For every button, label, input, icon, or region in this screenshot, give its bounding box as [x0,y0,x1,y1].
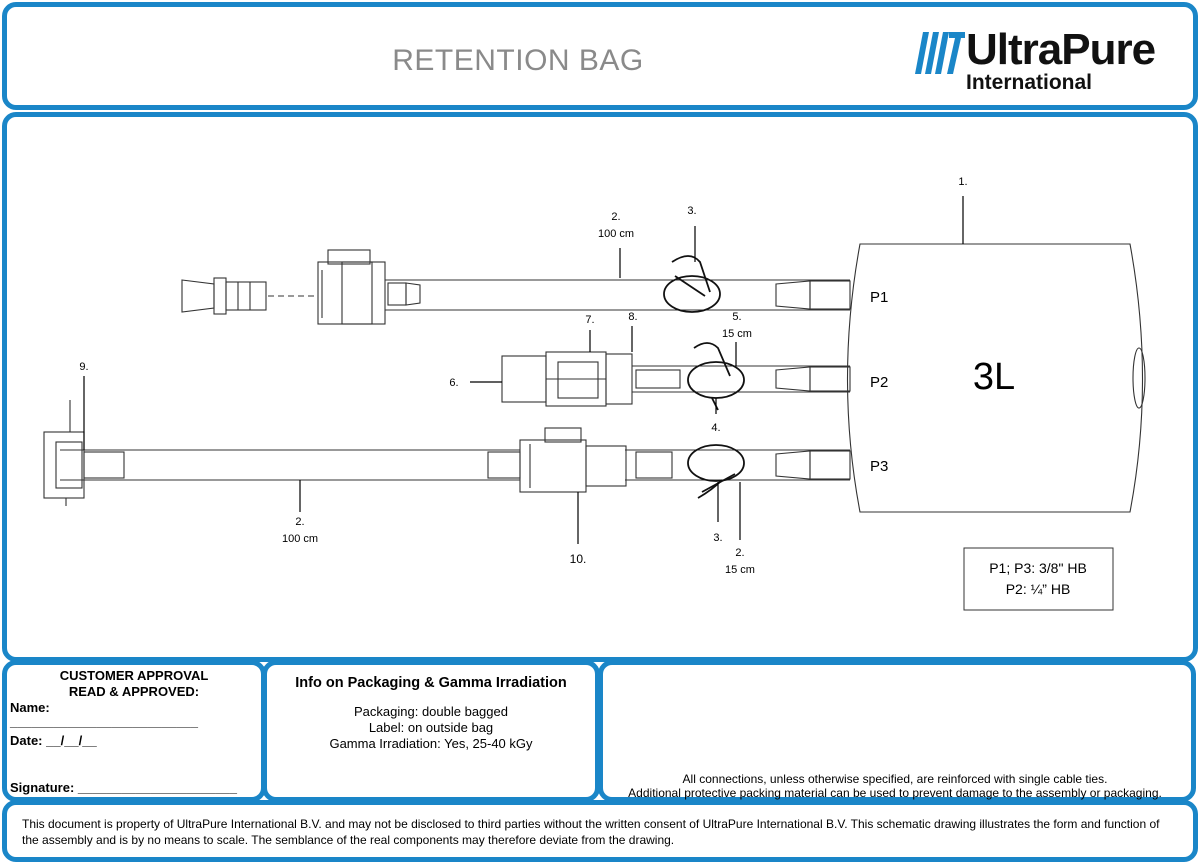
bag-body [846,243,1144,513]
callout-2-left-length: 100 cm [282,533,318,545]
port-label-p3: P3 [870,458,888,475]
logo-sub-text: International [966,71,1093,94]
notes-line-2: Additional protective packing material c… [628,786,1162,800]
approval-name-line: __________________________ [10,714,198,729]
packaging-line-1: Packaging: double bagged [354,704,508,719]
callout-7: 7. [585,314,594,326]
plug-top [181,277,267,315]
connector-bottom [519,427,627,493]
callout-9: 9. [79,361,88,373]
page-title: RETENTION BAG [392,44,644,77]
connector-left-end [43,400,85,506]
approval-title-line-2: READ & APPROVED: [68,684,200,699]
approval-signature-label: Signature: ______________________ [10,780,237,795]
approval-panel [2,660,266,802]
port-label-p1: P1 [870,289,888,306]
packaging-heading: Info on Packaging & Gamma Irradiation [295,675,567,691]
tube-clamp-top [663,255,721,313]
callout-1: 1. [958,176,967,188]
bag-volume-label: 3L [973,356,1015,398]
disclaimer-text: This document is property of UltraPure I… [22,817,1160,847]
header-panel [2,2,1198,110]
approval-date-label: Date: __/__/__ [10,733,97,748]
tube-p2 [632,365,851,393]
callout-2-top: 2. [611,211,620,223]
bag-vent [1132,347,1146,409]
packaging-line-2: Label: on outside bag [368,720,494,735]
port-legend-box [963,547,1114,611]
tube-p3 [60,449,851,481]
ultrapure-logo-icon [915,32,965,74]
port-label-p2: P2 [870,374,888,391]
packaging-panel [262,660,600,802]
disclaimer-panel [2,800,1198,862]
packaging-line-3: Gamma Irradiation: Yes, 25-40 kGy [329,736,533,751]
port-legend-line-1: P1; P3: 3/8" HB [989,560,1087,576]
callout-4: 4. [711,422,720,434]
drawing-panel [2,112,1198,662]
tube-p1 [385,279,851,311]
callout-2-bottom-length: 15 cm [725,564,755,576]
approval-name-label: Name: [10,700,50,715]
tube-clamp-bottom [687,444,745,499]
callout-3-bottom: 3. [713,532,722,544]
callout-5-length: 15 cm [722,328,752,340]
notes-panel [598,660,1196,802]
callout-10: 10. [570,552,587,566]
connector-top [317,249,386,325]
port-legend-line-2: P2: ¼” HB [1006,581,1071,597]
notes-line-1: All connections, unless otherwise specif… [682,772,1108,786]
callout-5: 5. [732,311,741,323]
callout-2-bottom: 2. [735,547,744,559]
callout-8: 8. [628,311,637,323]
callout-2-left: 2. [295,516,304,528]
approval-title-line-1: CUSTOMER APPROVAL [59,668,209,683]
callout-6: 6. [449,377,458,389]
callout-3-top: 3. [687,205,696,217]
callout-2-top-length: 100 cm [598,228,634,240]
connector-middle [501,351,633,407]
logo-main-text: UltraPure [966,25,1156,74]
